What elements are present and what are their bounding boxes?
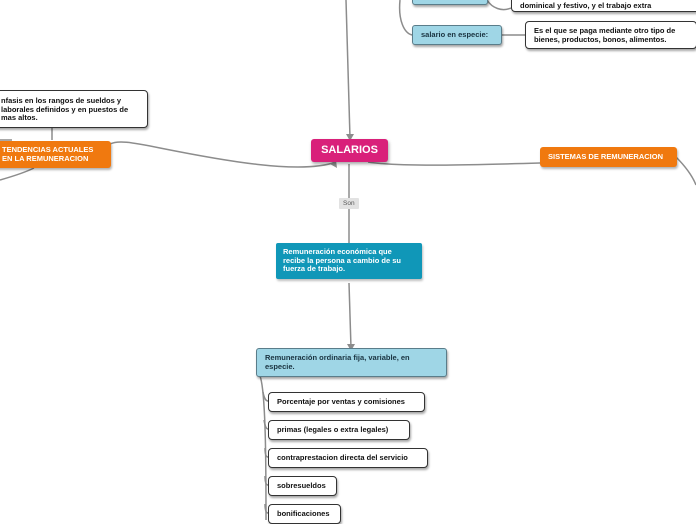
line-tipos-item-1 (263, 419, 269, 430)
line-central-to-sistemas (367, 161, 541, 166)
tipos-item-label: contraprestacion directa del servicio (277, 452, 408, 462)
top-partial-text: dominical y festivo, y el trabajo extra (520, 1, 652, 10)
tipos-item-label: primas (legales o extra legales) (277, 424, 389, 434)
salario-especie-node[interactable]: salario en especie: (412, 25, 502, 45)
salario-especie-label: salario en especie: (421, 29, 489, 39)
line-tipos-item-0 (262, 391, 269, 402)
line-tipos-item-2 (264, 447, 269, 458)
tipos-item[interactable]: sobresueldos (268, 476, 337, 496)
definition-text: Remuneración económica que recibe la per… (283, 247, 401, 274)
arrowhead-tipos (347, 344, 355, 351)
central-topic-label: SALARIOS (321, 144, 378, 157)
tipos-item[interactable]: bonificaciones (268, 504, 341, 524)
line-top-to-central (345, 0, 351, 139)
line-central-to-tendencias (109, 141, 337, 168)
salario-especie-description[interactable]: Es el que se paga mediante otro tipo de … (525, 21, 696, 49)
tendencias-node[interactable]: TENDENCIAS ACTUALES EN LA REMUNERACION (0, 141, 111, 168)
tipos-item-label: bonificaciones (277, 508, 330, 518)
tendencias-note-text: nfasis en los rangos de sueldos y labora… (1, 96, 129, 123)
tendencias-label: TENDENCIAS ACTUALES EN LA REMUNERACION (2, 144, 94, 163)
tipos-label: Remuneración ordinaria fija, variable, e… (265, 353, 410, 371)
tipos-item[interactable]: Porcentaje por ventas y comisiones (268, 392, 425, 412)
sistemas-node[interactable]: SISTEMAS DE REMUNERACION (540, 147, 677, 167)
link-label-text: Son (343, 200, 355, 207)
link-label-son: Son (339, 198, 359, 209)
top-partial-description[interactable]: dominical y festivo, y el trabajo extra (511, 0, 696, 12)
line-top-branch (398, 0, 413, 36)
tendencias-note[interactable]: nfasis en los rangos de sueldos y labora… (0, 90, 148, 128)
salario-especie-description-text: Es el que se paga mediante otro tipo de … (534, 26, 676, 44)
line-top-partial (486, 0, 512, 11)
sistemas-label: SISTEMAS DE REMUNERACION (548, 151, 664, 161)
line-tipos-item-4 (264, 503, 269, 514)
line-sistemas-right (675, 156, 696, 186)
definition-node[interactable]: Remuneración económica que recibe la per… (276, 243, 422, 279)
line-tipos-trunk (259, 375, 267, 520)
arrowhead-central (346, 134, 354, 141)
tipos-item-label: Porcentaje por ventas y comisiones (277, 396, 405, 406)
line-tendencias-left-down (0, 167, 35, 181)
top-partial-blue-node[interactable] (412, 0, 488, 5)
line-definition-to-tipos (348, 282, 352, 349)
tipos-node[interactable]: Remuneración ordinaria fija, variable, e… (256, 348, 447, 377)
tipos-item[interactable]: contraprestacion directa del servicio (268, 448, 428, 468)
tipos-item-label: sobresueldos (277, 480, 326, 490)
tipos-item[interactable]: primas (legales o extra legales) (268, 420, 410, 440)
central-topic-salarios[interactable]: SALARIOS (311, 139, 388, 162)
line-tipos-item-3 (264, 475, 269, 486)
arrowhead-tendencias (330, 160, 337, 168)
